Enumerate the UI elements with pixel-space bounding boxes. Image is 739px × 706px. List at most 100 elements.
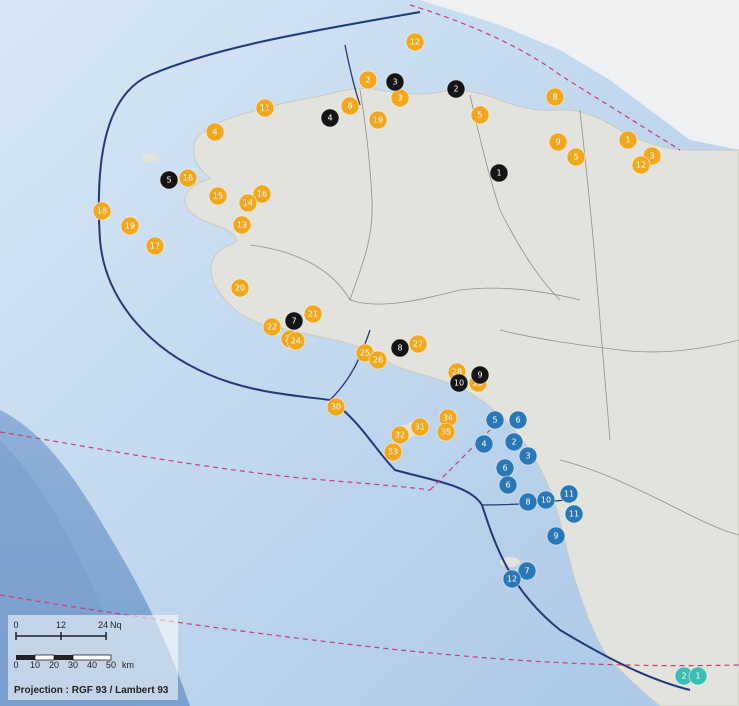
orange-site-marker[interactable]: 13: [232, 215, 252, 235]
orange-marker-label: 13: [237, 221, 247, 230]
black-marker-circle: [159, 170, 179, 190]
orange-marker-label: 3: [649, 152, 654, 161]
orange-marker-label: 19: [373, 116, 383, 125]
orange-marker-label: 19: [125, 222, 135, 231]
marine-boundary-outer: [97, 11, 691, 691]
blue-marker-circle: [474, 434, 494, 454]
black-site-marker[interactable]: 9: [470, 365, 490, 385]
orange-marker-circle: [548, 132, 568, 152]
black-site-marker[interactable]: 2: [446, 79, 466, 99]
blue-site-marker[interactable]: 12: [502, 569, 522, 589]
blue-marker-circle: [502, 569, 522, 589]
blue-marker-label: 12: [507, 575, 517, 584]
orange-marker-label: 20: [235, 284, 245, 293]
blue-site-marker[interactable]: 3: [518, 446, 538, 466]
orange-site-marker[interactable]: 24: [286, 331, 306, 351]
orange-site-marker[interactable]: 18: [92, 201, 112, 221]
orange-site-marker[interactable]: 14: [238, 193, 258, 213]
orange-site-marker[interactable]: 33: [383, 442, 403, 462]
scale-bar-nautical: 0 12 24 Nq: [13, 620, 122, 640]
blue-site-marker[interactable]: 2: [504, 432, 524, 452]
orange-marker-label: 32: [395, 431, 405, 440]
blue-marker-circle: [498, 475, 518, 495]
black-site-marker[interactable]: 8: [390, 338, 410, 358]
marine-boundary-inner-south: [329, 329, 371, 401]
orange-site-marker[interactable]: 27: [408, 334, 428, 354]
orange-marker-circle: [383, 442, 403, 462]
orange-site-marker[interactable]: 5: [566, 147, 586, 167]
teal-marker-circle: [688, 666, 708, 686]
orange-marker-label: 16: [183, 174, 193, 183]
blue-marker-label: 6: [515, 416, 520, 425]
orange-marker-circle: [545, 87, 565, 107]
blue-site-marker[interactable]: 11: [564, 504, 584, 524]
orange-site-marker[interactable]: 16: [252, 184, 272, 204]
blue-marker-label: 10: [541, 496, 551, 505]
orange-site-marker[interactable]: 4: [205, 122, 225, 142]
black-marker-circle: [284, 311, 304, 331]
orange-marker-circle: [368, 350, 388, 370]
blue-site-marker[interactable]: 7: [517, 561, 537, 581]
orange-site-marker[interactable]: 8: [545, 87, 565, 107]
blue-marker-label: 6: [505, 481, 510, 490]
blue-site-marker[interactable]: 10: [536, 490, 556, 510]
orange-site-marker[interactable]: 20: [230, 278, 250, 298]
land-mainland: [184, 87, 739, 706]
orange-marker-label: 12: [636, 161, 646, 170]
orange-site-marker[interactable]: 19: [368, 110, 388, 130]
black-marker-circle: [470, 365, 490, 385]
blue-site-marker[interactable]: 4: [474, 434, 494, 454]
blue-site-marker[interactable]: 8: [518, 492, 538, 512]
orange-marker-label: 24: [291, 337, 301, 346]
orange-site-marker[interactable]: 1: [618, 130, 638, 150]
orange-site-marker[interactable]: 17: [145, 236, 165, 256]
orange-marker-circle: [368, 110, 388, 130]
black-site-marker[interactable]: 10: [449, 373, 469, 393]
orange-site-marker[interactable]: 5: [470, 105, 490, 125]
blue-site-marker[interactable]: 11: [559, 484, 579, 504]
black-marker-label: 3: [392, 78, 397, 87]
orange-site-marker[interactable]: 3: [390, 88, 410, 108]
teal-site-marker[interactable]: 1: [688, 666, 708, 686]
black-site-marker[interactable]: 4: [320, 108, 340, 128]
black-site-marker[interactable]: 5: [159, 170, 179, 190]
black-site-marker[interactable]: 7: [284, 311, 304, 331]
orange-marker-label: 11: [260, 104, 270, 113]
black-site-marker[interactable]: 1: [489, 163, 509, 183]
orange-site-marker[interactable]: 6: [340, 96, 360, 116]
blue-site-marker[interactable]: 5: [485, 410, 505, 430]
orange-site-marker[interactable]: 15: [208, 186, 228, 206]
orange-marker-label: 22: [267, 323, 277, 332]
orange-marker-label: 15: [213, 192, 223, 201]
scale-km-tick-4: 40: [87, 660, 97, 670]
orange-site-marker[interactable]: 2: [358, 70, 378, 90]
black-marker-label: 8: [397, 344, 402, 353]
blue-marker-label: 2: [511, 438, 516, 447]
orange-site-marker[interactable]: 21: [303, 304, 323, 324]
orange-site-marker[interactable]: 22: [262, 317, 282, 337]
blue-marker-circle: [508, 410, 528, 430]
orange-site-marker[interactable]: 11: [255, 98, 275, 118]
orange-site-marker[interactable]: 12: [405, 32, 425, 52]
orange-site-marker[interactable]: 12: [631, 155, 651, 175]
black-site-marker[interactable]: 3: [385, 72, 405, 92]
orange-site-marker[interactable]: 9: [548, 132, 568, 152]
blue-site-marker[interactable]: 6: [498, 475, 518, 495]
blue-site-marker[interactable]: 9: [546, 526, 566, 546]
orange-site-marker[interactable]: 30: [326, 397, 346, 417]
orange-marker-circle: [205, 122, 225, 142]
orange-site-marker[interactable]: 16: [178, 168, 198, 188]
blue-site-marker[interactable]: 6: [495, 458, 515, 478]
orange-marker-circle: [303, 304, 323, 324]
land-north-east: [420, 0, 739, 150]
orange-site-marker[interactable]: 31: [410, 417, 430, 437]
blue-site-marker[interactable]: 6: [508, 410, 528, 430]
orange-site-marker[interactable]: 35: [436, 422, 456, 442]
orange-site-marker[interactable]: 26: [368, 350, 388, 370]
orange-site-marker[interactable]: 19: [120, 216, 140, 236]
black-marker-label: 9: [477, 371, 482, 380]
orange-marker-label: 5: [573, 153, 578, 162]
orange-site-marker[interactable]: 32: [390, 425, 410, 445]
